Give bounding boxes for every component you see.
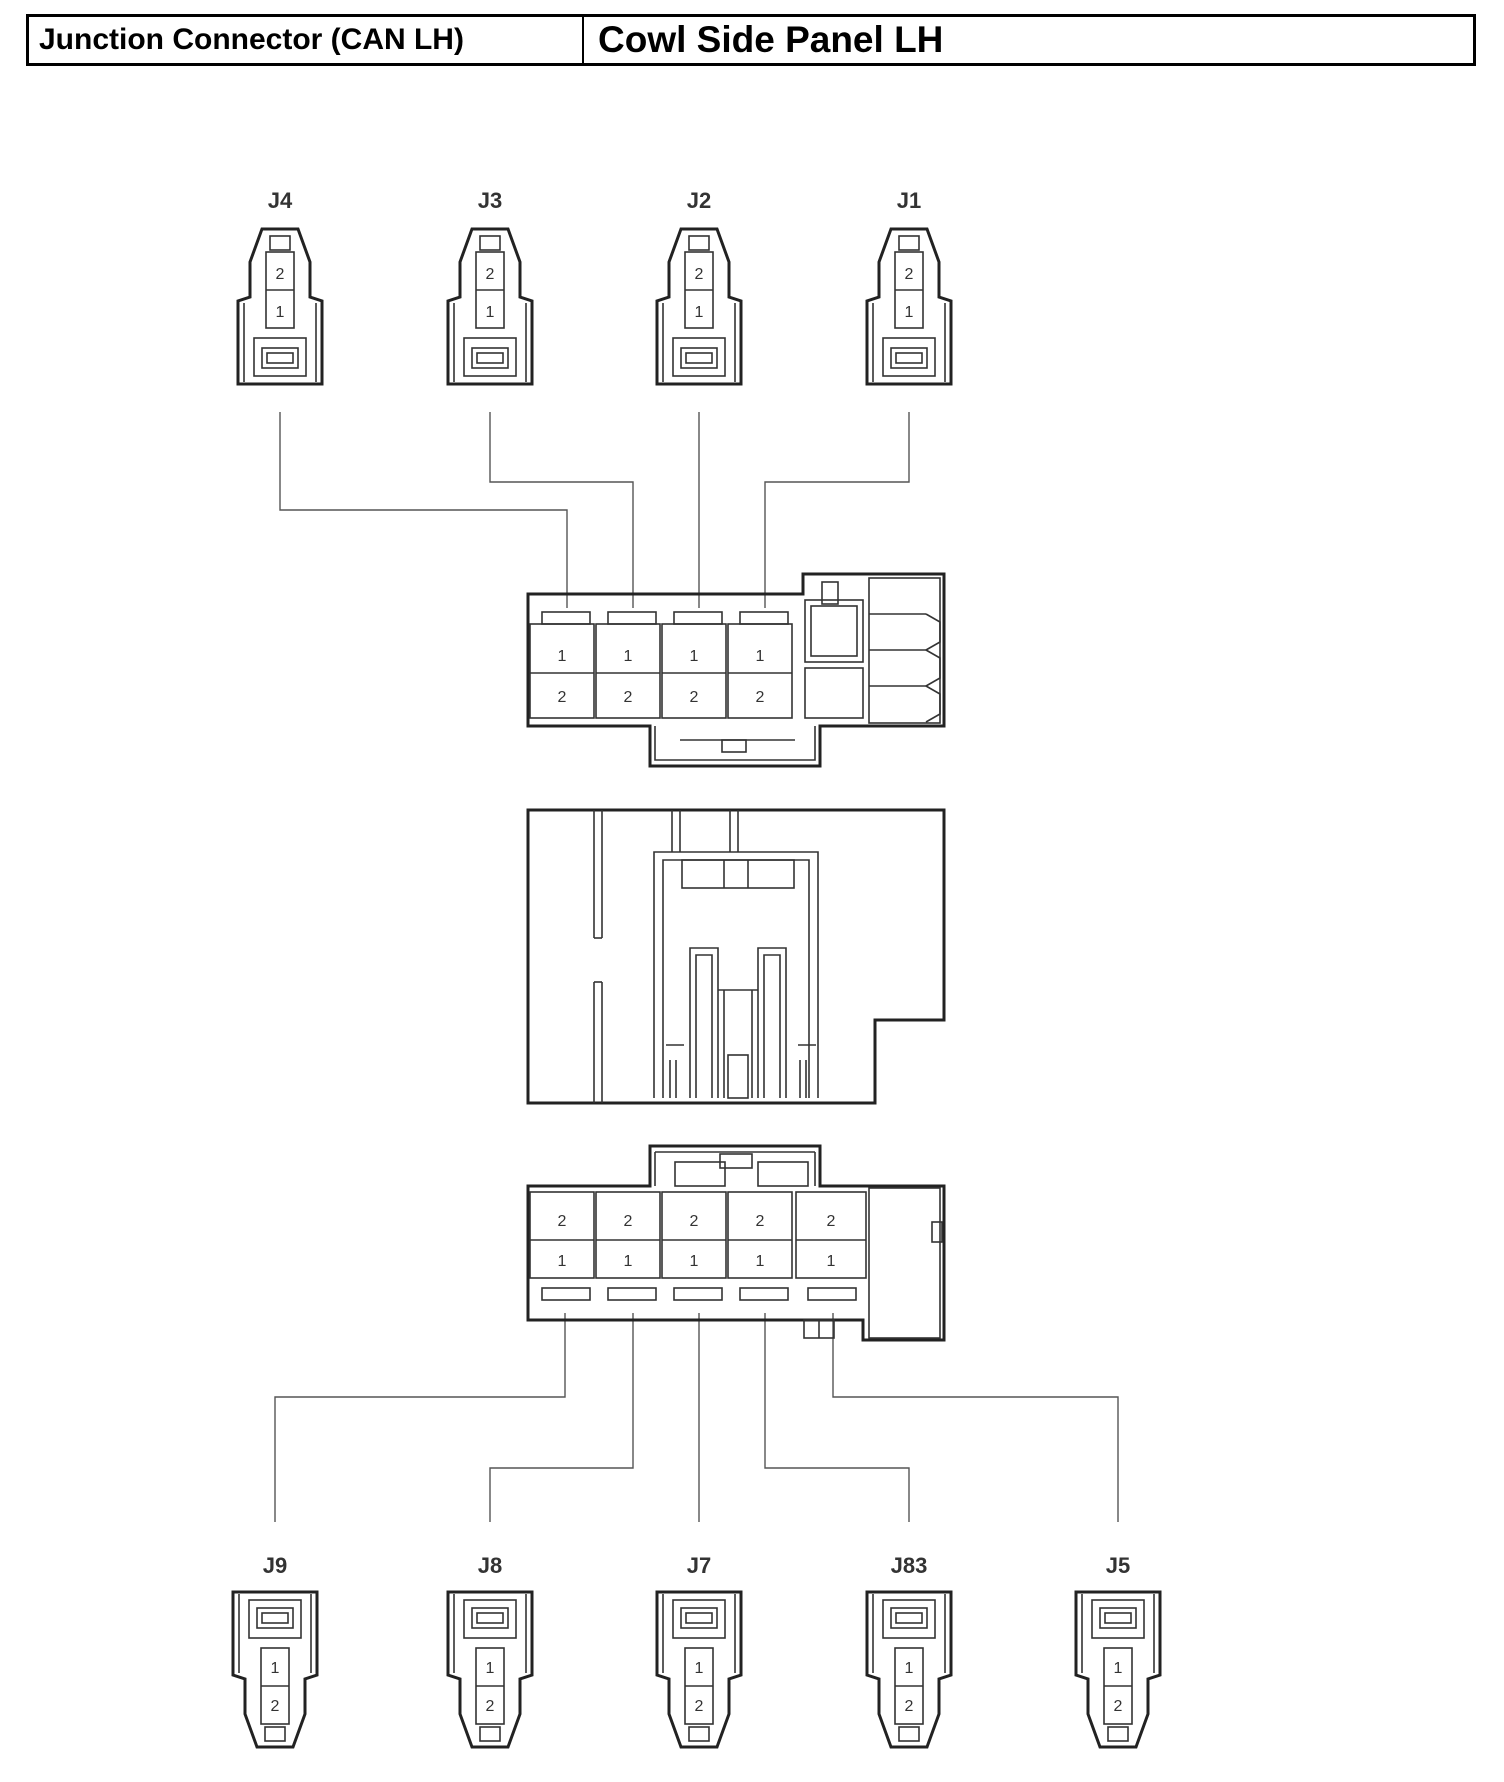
upper-junction-block: 1 2 1 2 1 2 1 2	[526, 572, 946, 768]
bottom-connector-pin-lower: 2	[271, 1698, 280, 1715]
top-connector-pin-lower: 1	[905, 304, 914, 321]
lower-cavity-pin-bottom: 1	[624, 1253, 633, 1270]
top-connector-pin-upper: 2	[486, 266, 495, 283]
wire-j9	[274, 1313, 566, 1522]
bottom-connector-pin-upper: 1	[695, 1660, 704, 1677]
upper-cavity-pin-top: 1	[558, 648, 567, 665]
lower-cavity-pin-top: 2	[756, 1213, 765, 1230]
wire-j4	[279, 412, 568, 608]
top-connector: J3 2 1	[446, 188, 534, 386]
junction-side-view	[526, 808, 946, 1105]
bottom-connector-pin-upper: 1	[905, 1660, 914, 1677]
lower-cavity-pin-top: 2	[827, 1213, 836, 1230]
bottom-connector-label: J9	[263, 1553, 287, 1578]
connector-name: Junction Connector (CAN LH)	[29, 17, 584, 63]
bottom-connector-pin-lower: 2	[905, 1698, 914, 1715]
lower-junction-block: 2 1 2 1 2 1 2 1 2 1	[526, 1144, 946, 1342]
top-connector-pin-lower: 1	[276, 304, 285, 321]
bottom-connector: J8 1 2	[446, 1553, 534, 1749]
upper-cavity: 1 2	[661, 611, 727, 719]
bottom-connector-pin-upper: 1	[1114, 1660, 1123, 1677]
upper-block-outline	[526, 572, 946, 768]
lower-cavity-pin-bottom: 1	[558, 1253, 567, 1270]
top-wires	[279, 412, 910, 608]
upper-cavity-pin-top: 1	[690, 648, 699, 665]
upper-cavity: 1 2	[727, 611, 793, 719]
bottom-connector-label: J5	[1106, 1553, 1130, 1578]
top-connector-label: J2	[687, 188, 711, 213]
wire-j83	[764, 1313, 910, 1522]
upper-cavity-pin-top: 1	[756, 648, 765, 665]
top-connector-label: J3	[478, 188, 502, 213]
bottom-connector: J5 1 2	[1074, 1553, 1162, 1749]
connector-location: Cowl Side Panel LH	[598, 19, 944, 60]
bottom-connector: J7 1 2	[655, 1553, 743, 1749]
wire-j8	[489, 1313, 634, 1522]
bottom-connector: J83 1 2	[865, 1553, 953, 1749]
upper-cavity: 1 2	[529, 611, 595, 719]
bottom-connector: J9 1 2	[231, 1553, 319, 1749]
bottom-connector-pin-upper: 1	[271, 1660, 280, 1677]
top-connector-label: J4	[268, 188, 293, 213]
top-connector-pin-lower: 1	[695, 304, 704, 321]
wire-j1	[764, 412, 910, 608]
upper-cavity-pin-bottom: 2	[756, 689, 765, 706]
upper-cavity-pin-top: 1	[624, 648, 633, 665]
top-connector-pin-upper: 2	[905, 266, 914, 283]
upper-cavity: 1 2	[595, 611, 661, 719]
lower-cavity: 2 1	[795, 1191, 867, 1301]
upper-cavity-pin-bottom: 2	[558, 689, 567, 706]
bottom-wires	[274, 1313, 1119, 1522]
lower-cavity-pin-top: 2	[690, 1213, 699, 1230]
bottom-connector-label: J8	[478, 1553, 502, 1578]
upper-lock-cavity	[804, 599, 864, 663]
bottom-connector-pin-lower: 2	[1114, 1698, 1123, 1715]
bottom-connector-label: J83	[891, 1553, 928, 1578]
upper-cavity-pin-bottom: 2	[690, 689, 699, 706]
top-connector: J2 2 1	[655, 188, 743, 386]
wire-j5	[832, 1313, 1119, 1522]
side-view-outline	[526, 808, 946, 1105]
bottom-connector-pin-lower: 2	[695, 1698, 704, 1715]
lower-cavity-pin-bottom: 1	[827, 1253, 836, 1270]
top-connector-pin-upper: 2	[276, 266, 285, 283]
top-connector: J1 2 1	[865, 188, 953, 386]
bottom-connector-label: J7	[687, 1553, 711, 1578]
wire-j3	[489, 412, 634, 608]
lower-cavity: 2 1	[727, 1191, 793, 1301]
bottom-connector-pin-upper: 1	[486, 1660, 495, 1677]
upper-empty-cavity	[804, 667, 864, 719]
top-connector-pin-lower: 1	[486, 304, 495, 321]
lower-cavity-pin-top: 2	[624, 1213, 633, 1230]
lower-cavity: 2 1	[595, 1191, 661, 1301]
lower-cavity-pin-bottom: 1	[690, 1253, 699, 1270]
top-connector-pin-upper: 2	[695, 266, 704, 283]
top-connector-label: J1	[897, 188, 921, 213]
upper-cavity-pin-bottom: 2	[624, 689, 633, 706]
bottom-connector-pin-lower: 2	[486, 1698, 495, 1715]
lower-cavity-pin-bottom: 1	[756, 1253, 765, 1270]
lower-block-outline	[526, 1144, 946, 1342]
title-bar: Junction Connector (CAN LH) Cowl Side Pa…	[26, 14, 1476, 66]
lower-cavity: 2 1	[661, 1191, 727, 1301]
lower-cavity: 2 1	[529, 1191, 595, 1301]
lower-cavity-pin-top: 2	[558, 1213, 567, 1230]
top-connector: J4 2 1	[236, 188, 324, 386]
